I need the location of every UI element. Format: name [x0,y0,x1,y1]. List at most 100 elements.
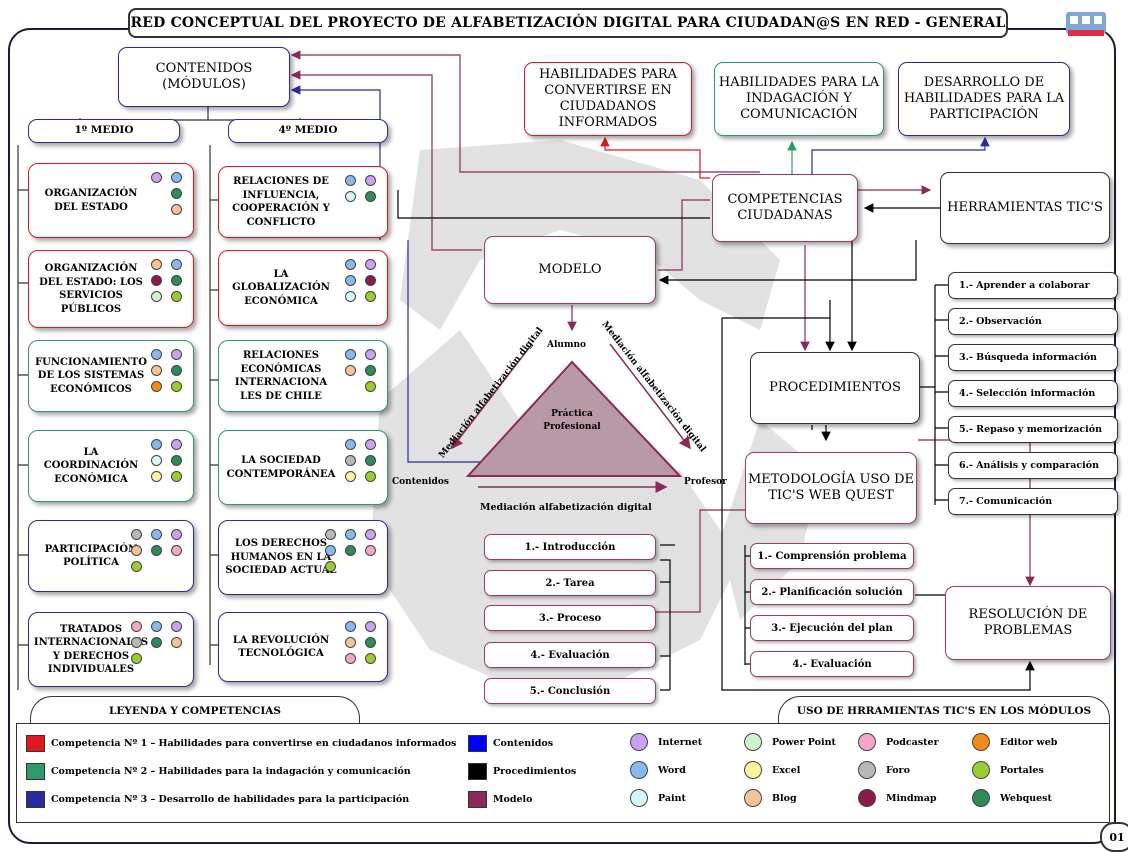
webquest-step-5: 5.- Conclusión [484,678,656,704]
tools-tab: USO DE HRRAMIENTAS TIC'S EN LOS MÓDULOS [778,696,1110,724]
medio-4-module-3: RELACIONES ECONÓMICAS INTERNACIONA LES D… [218,340,388,412]
internet-dot [365,259,376,270]
module-label: ORGANIZACIÓN DEL ESTADO: LOS SERVICIOS P… [39,263,143,315]
webquest-step-2: 2.- Tarea [484,570,656,596]
word-dot [151,349,162,360]
module-label: TRATADOS INTERNACIONALES Y DERECHOS INDI… [33,623,149,676]
podcaster-dot [171,545,182,556]
resolucion-step-4: 4.- Evaluación [750,651,914,677]
internet-dot [151,172,162,183]
foro-icon [858,761,876,779]
competencia-legend-3: Competencia Nº 3 – Desarrollo de habilid… [26,791,409,808]
word-icon [630,761,648,779]
tool-dots [145,439,185,482]
procedimiento-item-3: 3.- Búsqueda información [948,344,1118,371]
tool-dots [339,439,379,482]
tool-dots [145,259,185,302]
blog-dot [151,365,162,376]
webquest-step-4: 4.- Evaluación [484,642,656,668]
webquest-dot [171,275,182,286]
webquest-dot [151,637,162,648]
habilidad-2-box: HABILIDADES PARA LA INDAGACIÓN Y COMUNIC… [714,62,884,136]
webquest-dot [365,455,376,466]
tool-legend-podcaster: Podcaster [858,733,939,751]
portales-dot [365,471,376,482]
tool-legend-editorweb: Editor web [972,733,1057,751]
module-label: PARTICIPACIÓN POLÍTICA [44,543,138,569]
competencia-legend-2: Competencia Nº 2 – Habilidades para la i… [26,763,411,780]
webquest-dot [345,545,356,556]
color-swatch [26,791,45,808]
tool-label: Webquest [1000,792,1052,804]
tool-label: Blog [772,792,797,804]
internet-dot [365,621,376,632]
tool-legend-paint: Paint [630,789,686,807]
word-dot [151,529,162,540]
blog-dot [345,637,356,648]
color-swatch [26,735,45,752]
tool-label: Excel [772,764,801,776]
internet-dot [171,621,182,632]
module-label: RELACIONES DE INFLUENCIA, COOPERACIÓN Y … [232,176,330,228]
portales-dot [131,653,142,664]
internet-dot [365,175,376,186]
podcaster-dot [345,653,356,664]
word-dot [345,175,356,186]
tool-label: Mindmap [886,792,937,804]
tool-label: Podcaster [886,736,939,748]
contenidos-box: CONTENIDOS (MÓDULOS) [118,47,290,107]
type-legend-1: Contenidos [468,735,553,752]
webquest-icon [972,789,990,807]
word-dot [345,439,356,450]
procedimiento-item-1: 1.- Aprender a colaborar [948,272,1118,299]
legend-label: Competencia Nº 2 – Habilidades para la i… [51,766,411,777]
powerpoint-icon [744,733,762,751]
internet-icon [630,733,648,751]
triangle-bottom-label: Mediación alfabetización digital [480,502,652,513]
blog-icon [744,789,762,807]
word-dot [345,621,356,632]
color-swatch [468,791,487,808]
editorweb-icon [972,733,990,751]
medio-4-module-2: LA GLOBALIZACIÓN ECONÓMICA [218,250,388,326]
podcaster-dot [131,621,142,632]
module-label: LA SOCIEDAD CONTEMPORÁNEA [226,455,336,480]
module-label: ORGANIZACIÓN DEL ESTADO [44,188,138,213]
legend-label: Competencia Nº 1 – Habilidades para conv… [51,738,457,749]
webquest-dot [171,188,182,199]
internet-dot [171,349,182,360]
word-dot [171,172,182,183]
foro-dot [131,529,142,540]
blog-dot [345,365,356,376]
color-swatch [468,763,487,780]
tool-label: Foro [886,764,910,776]
tool-dots [145,172,185,215]
logo-icon [1062,4,1110,40]
procedimientos-box: PROCEDIMIENTOS [750,352,920,424]
tool-legend-mindmap: Mindmap [858,789,937,807]
tool-legend-powerpoint: Power Point [744,733,836,751]
word-dot [151,439,162,450]
medio-1-module-1: ORGANIZACIÓN DEL ESTADO [28,163,194,238]
triangle-top-label: Alumno [547,340,587,350]
tool-legend-excel: Excel [744,761,800,779]
internet-dot [171,439,182,450]
resolucion-step-3: 3.- Ejecución del plan [750,615,914,641]
mindmap-dot [151,275,162,286]
webquest-dot [151,545,162,556]
legend-label: Contenidos [493,738,554,749]
tool-dots [131,529,185,572]
mindmap-icon [858,789,876,807]
tool-legend-portales: Portales [972,761,1044,779]
medio-1-module-3: FUNCIONAMIENTO DE LOS SISTEMAS ECONÓMICO… [28,340,194,412]
tool-legend-webquest: Webquest [972,789,1052,807]
portales-dot [365,291,376,302]
portales-dot [365,381,376,392]
legend-panel [16,723,1110,823]
tool-label: Editor web [1000,736,1058,748]
tool-dots [339,259,379,302]
resolucion-step-1: 1.- Comprensión problema [750,543,914,569]
procedimiento-item-6: 6.- Análisis y comparación [948,452,1118,479]
tool-label: Internet [658,736,703,748]
excel-icon [744,761,762,779]
